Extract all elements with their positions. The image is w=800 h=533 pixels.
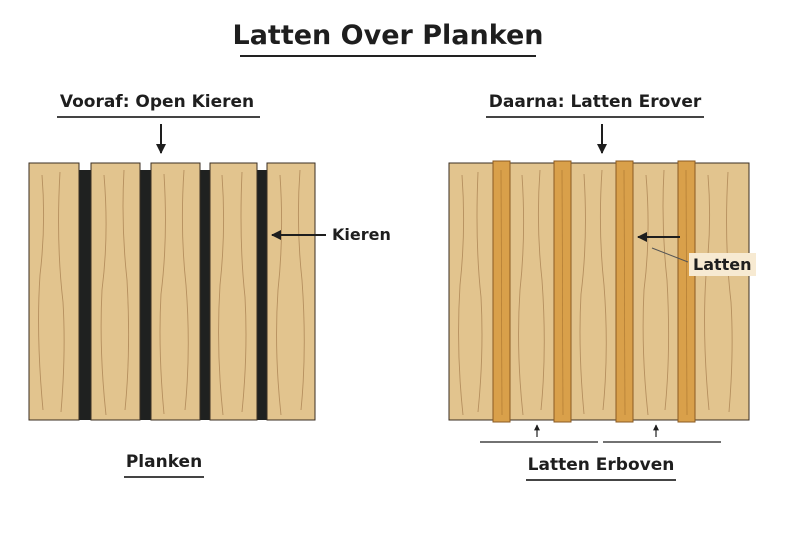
before-caption: Planken — [125, 452, 203, 472]
gap — [257, 170, 267, 420]
page-title: Latten Over Planken — [232, 20, 544, 51]
after-heading: Daarna: Latten Erover — [488, 92, 702, 112]
gap — [140, 170, 151, 420]
before-heading: Vooraf: Open Kieren — [59, 92, 255, 112]
gap-callout: Kieren — [332, 225, 391, 244]
after-heading-underline — [486, 116, 704, 118]
plank — [28, 162, 80, 421]
callout-leader — [651, 247, 689, 263]
title-underline — [240, 55, 536, 57]
plank — [150, 162, 201, 421]
before-heading-underline — [57, 116, 260, 118]
batten-grain — [500, 169, 688, 416]
plank — [209, 162, 258, 421]
wood-grain — [458, 169, 733, 416]
after-caption: Latten Erboven — [527, 455, 675, 475]
before-panel — [28, 124, 326, 421]
plank — [90, 162, 141, 421]
after-panel — [448, 124, 750, 443]
after-caption-underline — [526, 479, 676, 481]
gap — [79, 170, 91, 420]
before-caption-underline — [124, 476, 204, 478]
gap — [200, 170, 210, 420]
batten-callout: Latten — [689, 253, 756, 276]
plank — [266, 162, 316, 421]
wood-grain — [38, 169, 305, 416]
